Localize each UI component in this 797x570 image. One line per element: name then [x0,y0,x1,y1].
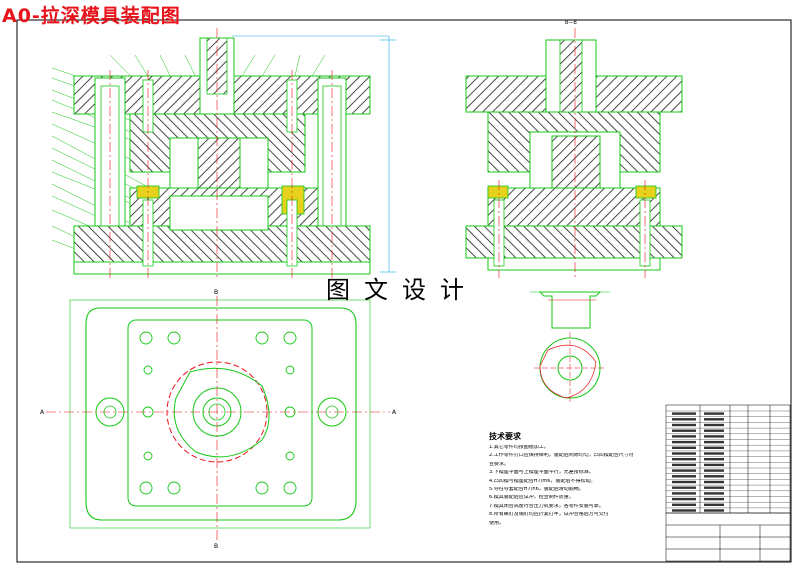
bom-row-text [704,429,724,432]
bom-row-text [704,480,724,484]
bom-row-text [672,497,696,501]
bom-row-text [704,423,724,427]
requirement-line: 5.导柱导套配合H7/h6，装配后滑动顺畅。 [489,486,584,492]
watermark: 图文设计 [326,276,478,304]
section-mark-b-bottom: B [214,543,218,550]
section-mark-a-left: A [40,409,45,416]
bom-row-text [672,486,696,489]
bom-row-text [672,509,696,512]
bom-row-text [704,503,724,506]
title-block [665,404,791,562]
bom-row-text [672,469,696,472]
bom-row-text [704,435,724,438]
requirement-line: 8.所有螺钉及销钉均应拧紧打牢，试冲合格后方可交付 [489,512,609,518]
requirement-line: 3.下模座平面与上模座平面平行，允差按标准。 [489,470,594,476]
bom-row-text [672,418,696,421]
requirement-line: 4.凸凹模与模座配合H7/m6，装配后不得松动。 [489,478,596,484]
bom-row-text [672,440,696,444]
bom-row-text [672,429,696,432]
bom-row-text [672,412,696,415]
part-detail-views [530,291,610,404]
page-title: A0-拉深模具装配图 [2,5,181,27]
bom-row-text [672,446,696,449]
section-mark-a-right: A [392,409,397,416]
requirement-line: 7.模具闭合高度符合压力机要求，各零件安装可靠。 [489,503,604,509]
sheet-border [16,19,792,563]
section-mark-b-top: B [214,289,218,296]
bom-row-text [672,492,696,495]
bom-row-text [672,463,696,467]
bom-row-text [704,475,724,478]
bom-row-text [672,423,696,427]
bom-row-text [704,497,724,501]
bom-row-text [704,486,724,489]
requirement-line: 6.模具装配后应试冲，检查制件质量。 [489,495,574,501]
technical-requirements: 技术要求 1.其它零件均按图纸加工。 2.工作零件刃口应保持锋利，装配后间隙均匀… [489,433,659,529]
bom-row-text [704,440,724,444]
bom-row-text [672,480,696,484]
requirements-heading: 技术要求 [489,432,521,441]
bom-row-text [704,492,724,495]
section-label: B—B [565,20,577,26]
bom-row-text [672,503,696,506]
bom-row-text [704,469,724,472]
requirement-line: 1.其它零件均按图纸加工。 [489,445,549,450]
bom-row-text [704,446,724,449]
front-section-view [51,28,396,278]
bom-row-text [672,458,696,461]
bom-row-text [704,452,724,455]
requirement-line: 使用。 [489,520,505,526]
bom-row-text [704,412,724,415]
bom-row-text [704,418,724,421]
bom-row-text [704,463,724,467]
bom-row-text [704,458,724,461]
bom-row-text [672,475,696,478]
bom-rows [666,410,790,512]
plan-view: A A B B [40,289,397,550]
bom-row-text [672,452,696,455]
requirement-line: 2.工作零件刃口应保持锋利，装配后间隙均匀，凸凹模配合尺寸符 [489,453,634,459]
side-section-view [465,28,683,278]
requirement-line: 合要求。 [489,461,510,467]
bom-row-text [704,509,724,512]
bom-row-text [672,435,696,438]
